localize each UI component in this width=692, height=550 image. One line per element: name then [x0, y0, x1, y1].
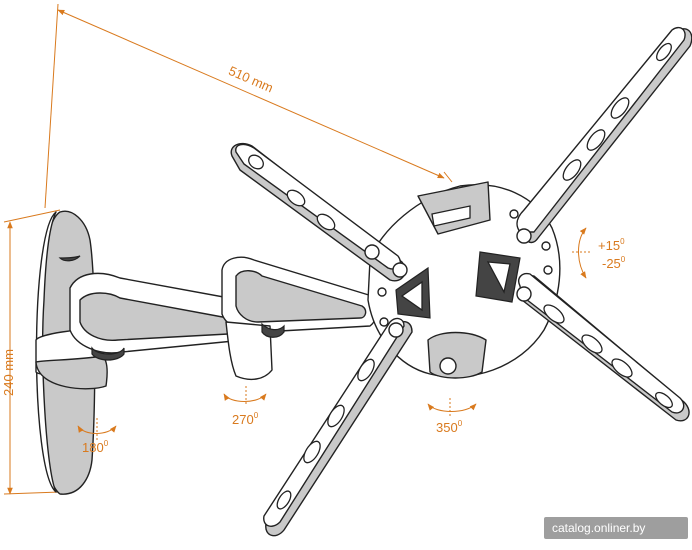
rotation-base-unit: 0: [104, 439, 109, 448]
tilt-indicator: +150 -250: [572, 227, 626, 279]
rotation-plate-value: 350: [436, 420, 458, 435]
rotation-plate-indicator: 3500: [427, 398, 477, 435]
svg-text:3500: 3500: [436, 419, 463, 435]
svg-text:-250: -250: [602, 255, 626, 271]
watermark-text: catalog.onliner.by: [552, 521, 645, 535]
tilt-up-value: +15: [598, 238, 620, 253]
height-label: 240 mm: [1, 349, 16, 396]
rotation-arm-value: 270: [232, 412, 254, 427]
width-label: 510 mm: [226, 63, 275, 95]
arm-second: [221, 256, 378, 381]
rotation-arm-indicator: 2700: [223, 386, 267, 427]
bracket-lower-right: [516, 272, 690, 422]
arm-first: [69, 272, 250, 361]
bracket-upper-right: [516, 26, 692, 244]
bracket-lower-left: [263, 317, 413, 537]
tilt-down-value: -25: [602, 256, 621, 271]
width-dimension: 510 mm: [44, 3, 453, 209]
rotation-plate-unit: 0: [458, 419, 463, 428]
watermark: catalog.onliner.by: [544, 517, 688, 539]
svg-text:1800: 1800: [82, 439, 109, 455]
vesa-plate: [367, 181, 561, 379]
rotation-base-indicator: 1800: [77, 418, 117, 455]
tilt-up-unit: 0: [620, 237, 625, 246]
rotation-base-value: 180: [82, 440, 104, 455]
rotation-arm-unit: 0: [254, 411, 259, 420]
tilt-down-unit: 0: [621, 255, 626, 264]
bracket-upper-left: [230, 142, 408, 282]
svg-text:+150: +150: [598, 237, 625, 253]
svg-text:2700: 2700: [232, 411, 259, 427]
height-dimension: 240 mm: [1, 209, 61, 495]
